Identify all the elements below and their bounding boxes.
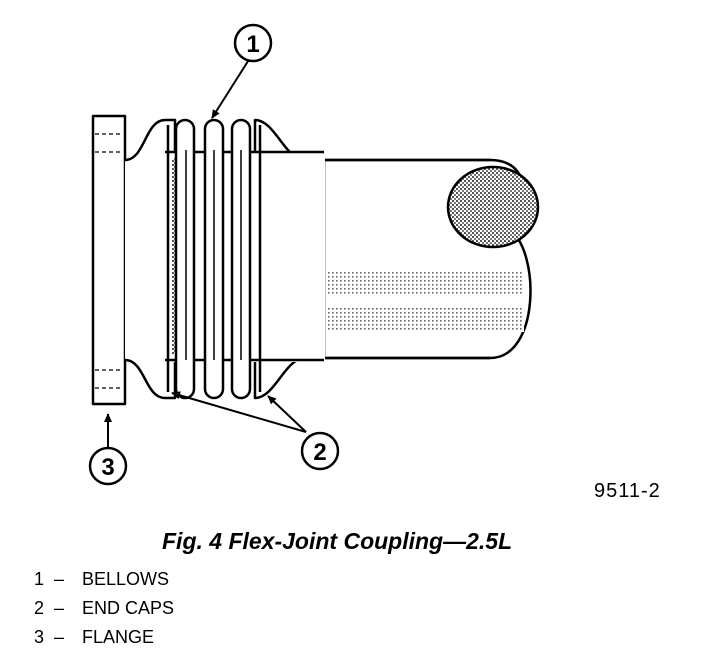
legend-item: 3–FLANGE — [34, 623, 174, 652]
legend-number: 2 — [34, 598, 45, 618]
legend-label: END CAPS — [82, 598, 175, 618]
legend-dash: – — [54, 598, 65, 618]
legend-number: 3 — [34, 627, 45, 647]
callout-circle-2 — [300, 431, 340, 471]
end-caps — [166, 125, 262, 392]
flange — [91, 114, 127, 406]
callout-circle-1 — [233, 23, 273, 63]
leader-bellows — [211, 57, 251, 119]
legend-label: FLANGE — [82, 627, 155, 647]
leader-end-cap-left — [171, 391, 307, 433]
shaft — [324, 158, 540, 360]
bellows-body — [124, 118, 326, 400]
bellows-convolutions — [174, 118, 252, 400]
flex-joint-diagram: 1 2 3 — [88, 23, 540, 486]
legend-dash: – — [54, 627, 65, 647]
legend-item: 1–BELLOWS — [34, 565, 174, 594]
callout-circle-3 — [88, 446, 128, 486]
legend-label: BELLOWS — [82, 569, 170, 589]
figure-caption: Fig. 4 Flex-Joint Coupling—2.5L — [162, 528, 513, 554]
callout-label-1: 1 — [246, 31, 259, 58]
legend-item: 2–END CAPS — [34, 594, 174, 623]
callout-label-3: 3 — [101, 454, 114, 481]
legend: 1–BELLOWS 2–END CAPS 3–FLANGE — [34, 565, 174, 652]
legend-dash: – — [54, 569, 65, 589]
callout-label-2: 2 — [313, 439, 326, 466]
leader-end-cap-right — [267, 395, 307, 433]
legend-number: 1 — [34, 569, 45, 589]
figure-id: 9511-2 — [594, 480, 661, 502]
